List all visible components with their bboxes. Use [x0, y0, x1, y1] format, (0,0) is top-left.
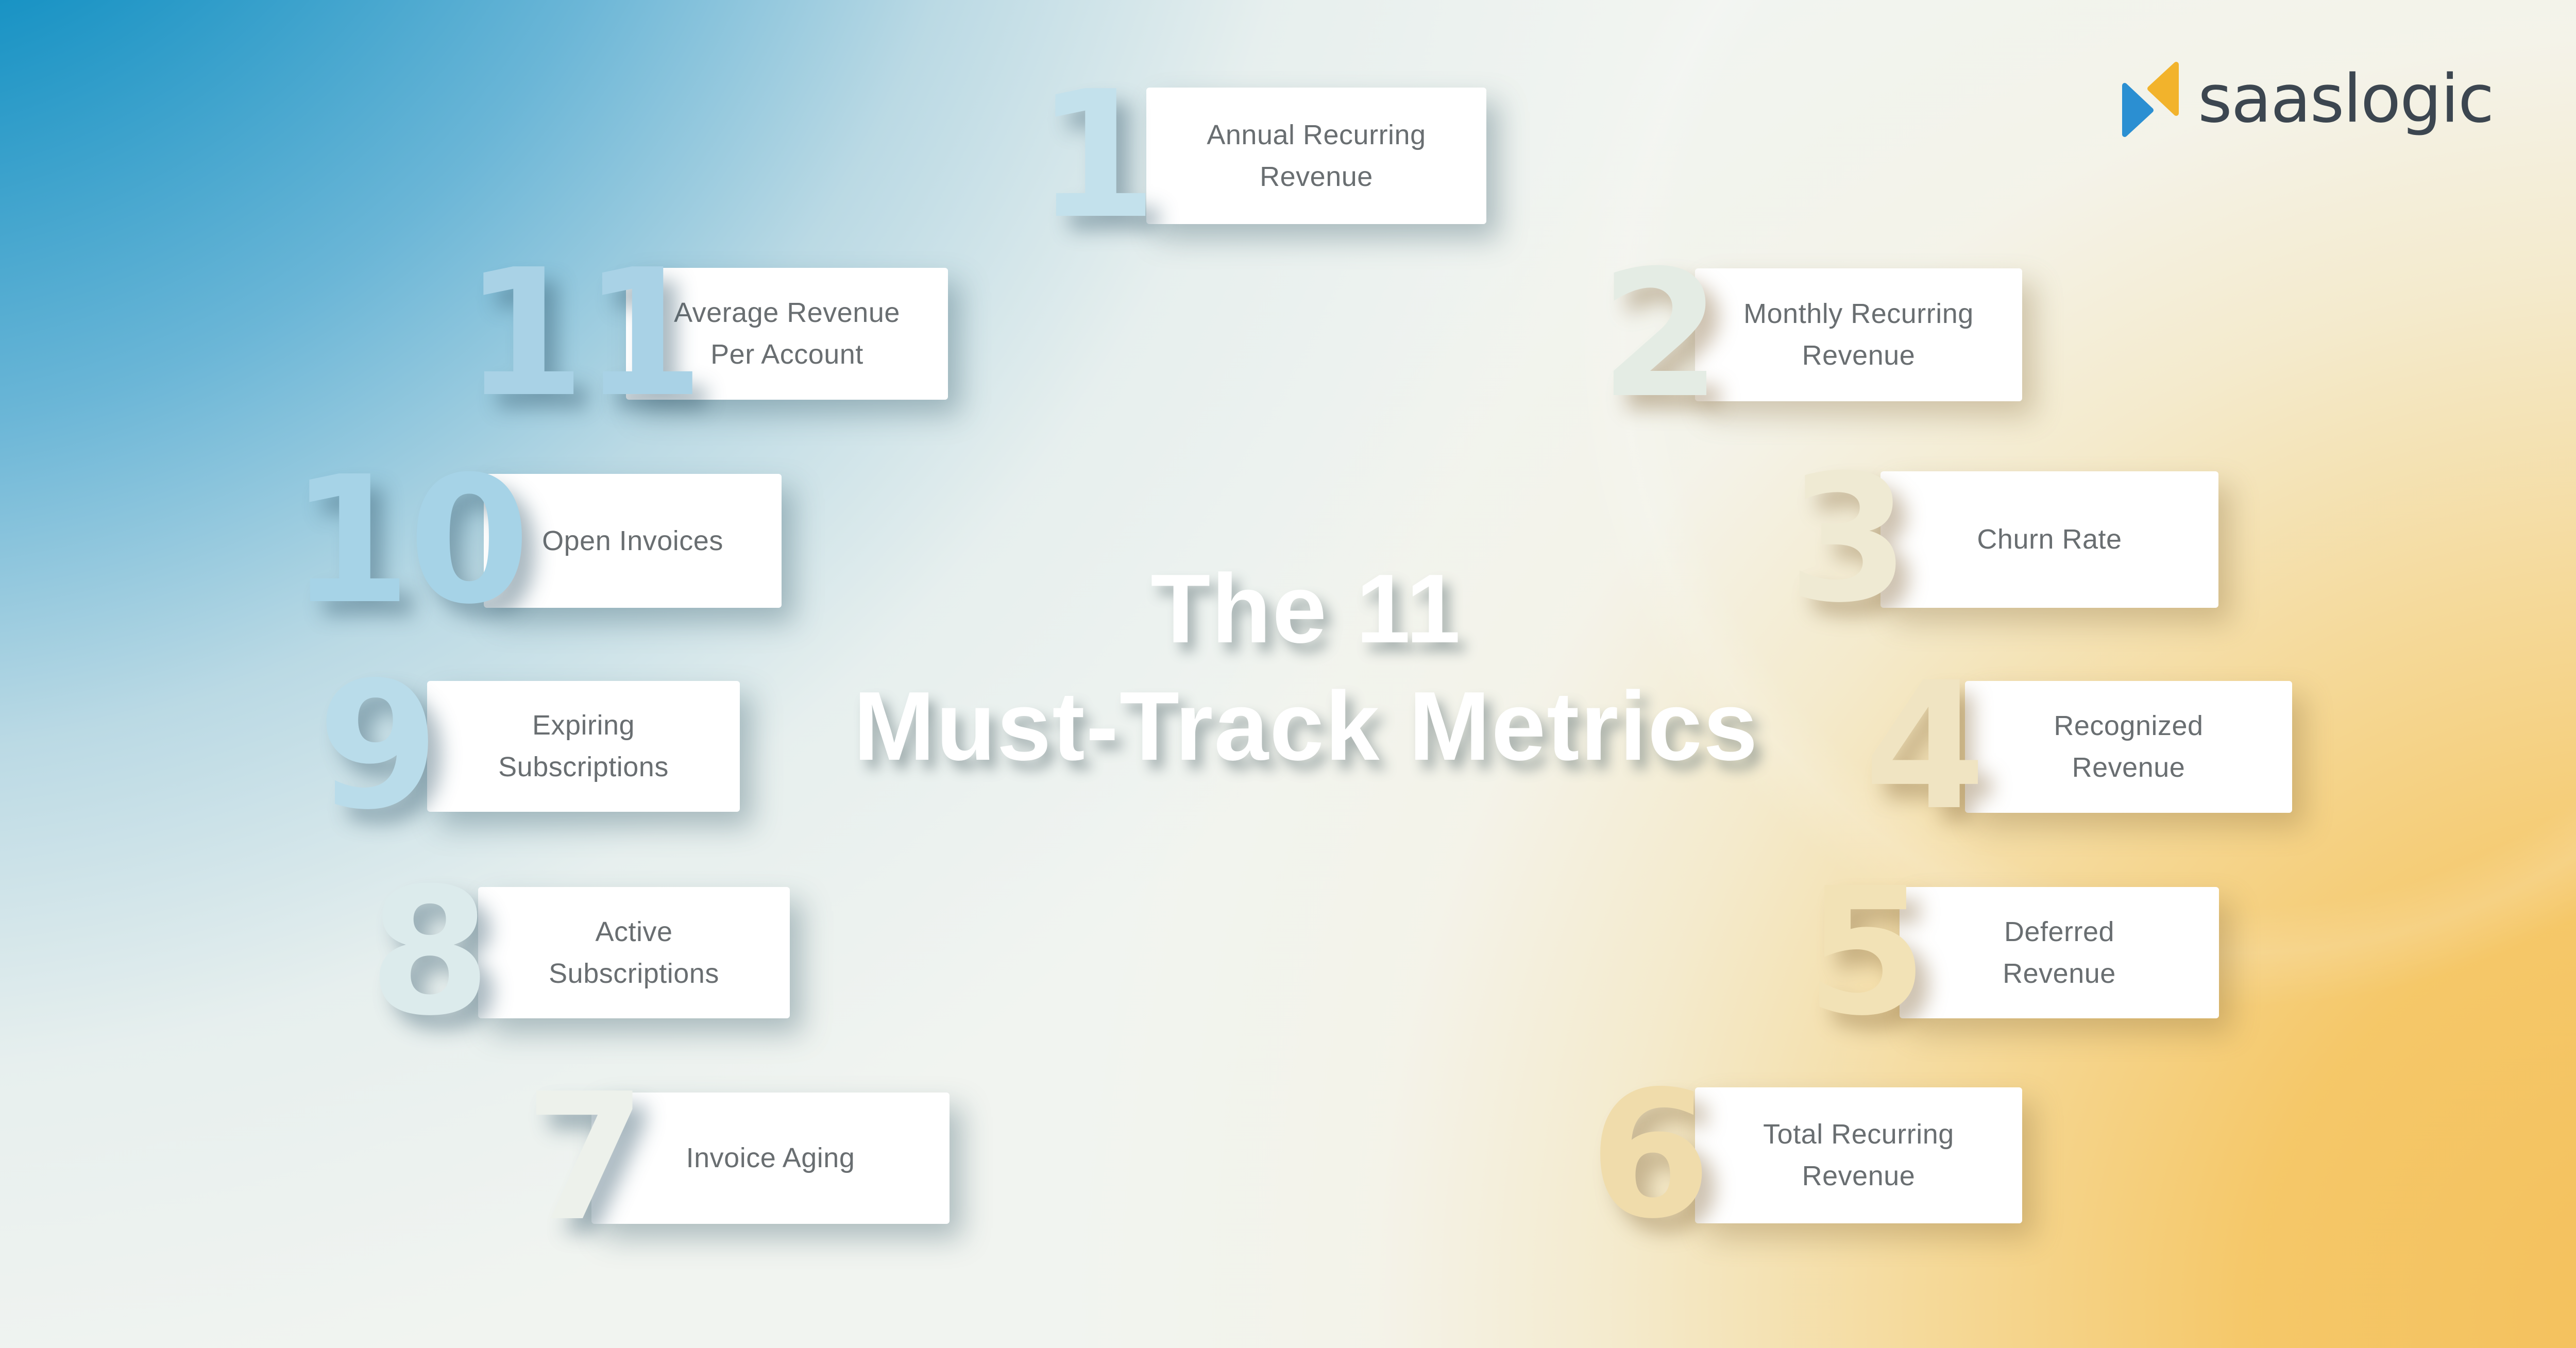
- metric-number-8: 8: [369, 850, 491, 1054]
- metric-label-11: Average Revenue Per Account: [674, 297, 900, 370]
- metric-label-10: Open Invoices: [542, 525, 723, 556]
- logo-triangle-yellow-icon: [2147, 62, 2179, 116]
- metric-label-1: Annual Recurring Revenue: [1207, 119, 1426, 192]
- metric-number-11: 11: [464, 232, 704, 436]
- metric-card-1: Annual Recurring Revenue: [1146, 88, 1486, 224]
- metric-label-5: Deferred Revenue: [2003, 916, 2116, 989]
- metric-card-7: Invoice Aging: [591, 1093, 950, 1224]
- metric-number-6: 6: [1589, 1053, 1711, 1257]
- metric-card-8: Active Subscriptions: [478, 887, 790, 1018]
- metric-card-2: Monthly Recurring Revenue: [1695, 268, 2022, 401]
- metric-card-5: Deferred Revenue: [1900, 887, 2219, 1018]
- metric-card-3: Churn Rate: [1880, 471, 2218, 608]
- title-line-1: The 11: [1150, 554, 1462, 663]
- metric-number-2: 2: [1600, 233, 1722, 437]
- metric-number-9: 9: [317, 644, 439, 848]
- metric-label-7: Invoice Aging: [686, 1142, 855, 1173]
- metric-number-1: 1: [1036, 54, 1158, 258]
- metric-label-8: Active Subscriptions: [549, 916, 719, 989]
- brand-name: saaslogic: [2198, 61, 2494, 138]
- metric-card-6: Total Recurring Revenue: [1695, 1087, 2022, 1223]
- title-line-2: Must-Track Metrics: [853, 672, 1759, 781]
- metric-label-9: Expiring Subscriptions: [498, 710, 669, 782]
- metric-card-9: Expiring Subscriptions: [427, 681, 740, 812]
- metric-label-6: Total Recurring Revenue: [1763, 1119, 1954, 1191]
- metric-number-4: 4: [1864, 645, 1986, 849]
- metric-label-2: Monthly Recurring Revenue: [1743, 298, 1974, 371]
- page-title: The 11 Must-Track Metrics: [853, 550, 1758, 785]
- metric-card-11: Average Revenue Per Account: [626, 268, 948, 400]
- logo-triangle-blue-icon: [2122, 83, 2154, 137]
- metric-card-10: Open Invoices: [484, 474, 782, 608]
- metric-label-3: Churn Rate: [1977, 524, 2122, 555]
- brand-logo-icon: [2122, 62, 2179, 137]
- metric-number-5: 5: [1806, 850, 1928, 1054]
- metric-number-10: 10: [290, 439, 530, 643]
- metric-number-7: 7: [524, 1056, 647, 1260]
- metric-label-4: Recognized Revenue: [2054, 710, 2204, 783]
- metric-card-4: Recognized Revenue: [1965, 681, 2292, 813]
- metric-number-3: 3: [1788, 437, 1910, 641]
- brand-logo: saaslogic: [2122, 61, 2494, 138]
